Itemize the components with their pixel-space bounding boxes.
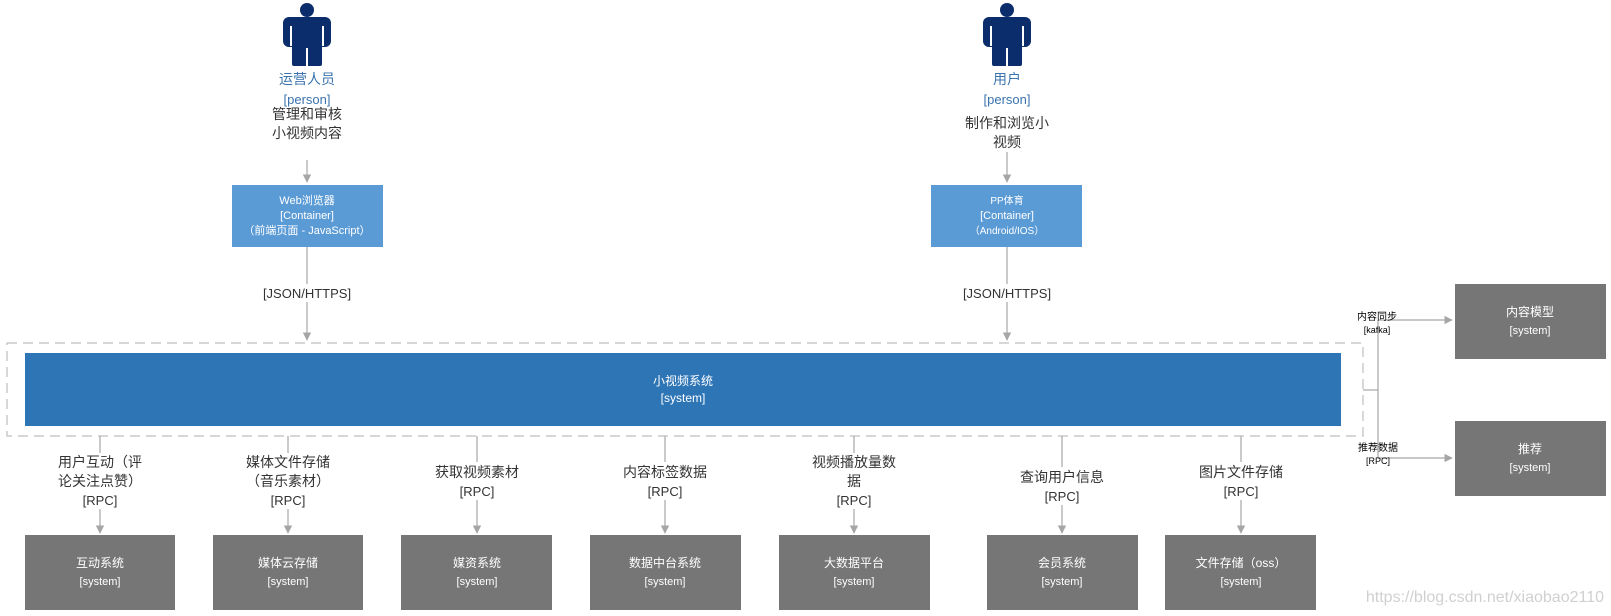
relation-label: 据 [847, 473, 861, 489]
relation-protocol: [RPC] [1045, 489, 1080, 504]
external-system: 文件存储（oss） [system] [1165, 535, 1316, 610]
person-description: 制作和浏览小 [965, 115, 1049, 131]
person-description: 小视频内容 [272, 125, 342, 141]
relation-protocol: [RPC] [1366, 456, 1390, 466]
relation-protocol: [RPC] [460, 484, 495, 499]
relation-label: （音乐素材） [246, 473, 330, 489]
relation-protocol: [RPC] [648, 484, 683, 499]
container-tech: （Android/IOS） [970, 225, 1044, 237]
system-name: 互动系统 [76, 556, 124, 570]
main-system-tag: [system] [661, 391, 706, 405]
relation-protocol: [RPC] [83, 493, 118, 508]
relation-protocol: [RPC] [1224, 484, 1259, 499]
system-tag: [system] [268, 576, 309, 588]
container-title: Web浏览器 [279, 193, 334, 207]
right-relations: 内容同步 [kafka] 推荐数据 [RPC] [1357, 310, 1453, 466]
external-system: 数据中台系统 [system] [590, 535, 741, 610]
external-system: 会员系统 [system] [987, 535, 1138, 610]
system-name: 媒资系统 [453, 556, 501, 570]
person-tag: [person] [984, 92, 1031, 107]
system-tag: [system] [1510, 462, 1551, 474]
container-app: PP体育 [Container] （Android/IOS） [931, 185, 1082, 247]
person-icon [283, 3, 331, 66]
external-system-content-model: 内容模型 [system] [1455, 284, 1606, 359]
system-tag: [system] [834, 576, 875, 588]
external-system-recommend: 推荐 [system] [1455, 421, 1606, 496]
relation-protocol: [RPC] [271, 493, 306, 508]
relation-label: 获取视频素材 [435, 464, 519, 480]
external-system: 大数据平台 [system] [779, 535, 930, 610]
relation-label: 内容标签数据 [623, 464, 707, 480]
container-tech: （前端页面 - JavaScript） [243, 223, 370, 237]
system-tag: [system] [1042, 576, 1083, 588]
system-boundary [6, 342, 1364, 437]
system-tag: [system] [80, 576, 121, 588]
relation-label: 图片文件存储 [1199, 464, 1283, 480]
container-tag: [Container] [280, 210, 334, 222]
relation-protocol: [RPC] [837, 493, 872, 508]
system-tag: [system] [645, 576, 686, 588]
container-web: Web浏览器 [Container] （前端页面 - JavaScript） [232, 185, 383, 247]
container-tag: [Container] [980, 210, 1034, 222]
relation-label: 用户互动（评 [58, 454, 142, 470]
external-system: 媒体云存储 [system] [213, 535, 363, 610]
system-name: 数据中台系统 [629, 555, 701, 570]
main-system: 小视频系统 [system] [25, 353, 1341, 426]
person-name: 用户 [993, 71, 1021, 87]
system-name: 内容模型 [1506, 304, 1554, 319]
external-system: 互动系统 [system] [25, 535, 175, 610]
system-name: 会员系统 [1038, 556, 1086, 570]
system-tag: [system] [457, 576, 498, 588]
relation-label: 推荐数据 [1358, 441, 1398, 454]
system-tag: [system] [1221, 576, 1262, 588]
system-tag: [system] [1510, 325, 1551, 337]
watermark: https://blog.csdn.net/xiaobao2110 [1366, 589, 1604, 606]
person-ops: 运营人员 [person] 管理和审核 小视频内容 [272, 3, 342, 141]
protocol-label: [JSON/HTTPS] [963, 286, 1051, 301]
person-description: 视频 [993, 134, 1021, 150]
protocol-label: [JSON/HTTPS] [263, 286, 351, 301]
container-title: PP体育 [990, 194, 1023, 207]
relation-label: 视频播放量数 [812, 454, 896, 470]
person-user: 用户 [person] 制作和浏览小 视频 [965, 3, 1049, 150]
person-tag: [person] [284, 92, 331, 107]
relation-label: 内容同步 [1357, 310, 1397, 323]
system-name: 文件存储（oss） [1196, 555, 1287, 570]
external-system: 媒资系统 [system] [401, 535, 552, 610]
relation-label: 媒体文件存储 [246, 454, 330, 470]
system-name: 媒体云存储 [258, 555, 318, 570]
person-icon [983, 3, 1031, 66]
main-system-title: 小视频系统 [653, 373, 713, 388]
system-name: 大数据平台 [824, 555, 884, 570]
person-name: 运营人员 [279, 71, 335, 87]
relation-label: 论关注点赞） [58, 473, 142, 489]
person-description: 管理和审核 [272, 106, 342, 122]
system-name: 推荐 [1518, 442, 1542, 456]
relation-label: 查询用户信息 [1020, 469, 1104, 485]
relation-protocol: [kafka] [1364, 325, 1391, 335]
